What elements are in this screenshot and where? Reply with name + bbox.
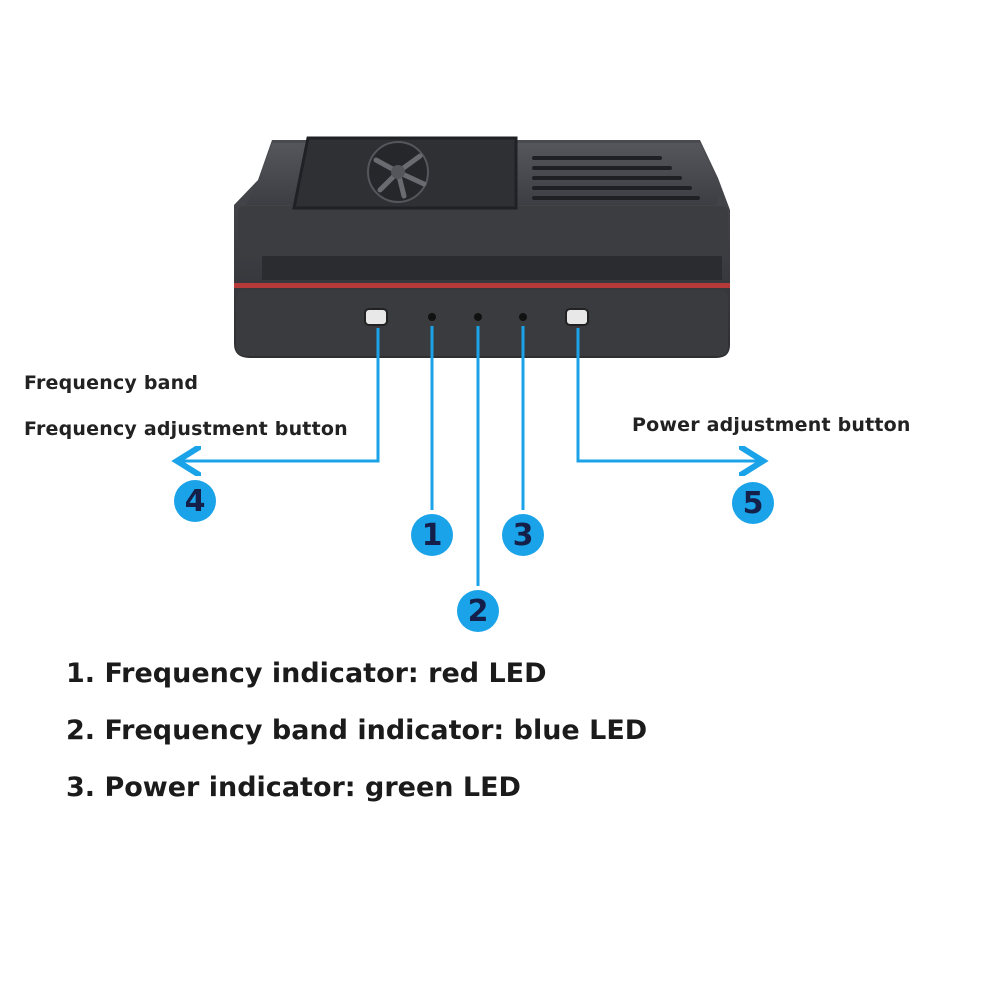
- vent-slots: [532, 156, 700, 200]
- power-adjust-button: [565, 308, 589, 326]
- callout-5: 5: [732, 482, 774, 524]
- frequency-adjust-button: [364, 308, 388, 326]
- callout-2: 2: [457, 590, 499, 632]
- legend-item-2: 2. Frequency band indicator: blue LED: [66, 715, 648, 746]
- fan-icon: [292, 136, 518, 210]
- callout-1: 1: [411, 514, 453, 556]
- callout-3: 3: [502, 514, 544, 556]
- green-led: [519, 313, 527, 321]
- arrow-4: [180, 328, 380, 461]
- callout-4: 4: [174, 480, 216, 522]
- legend-item-1: 1. Frequency indicator: red LED: [66, 658, 547, 689]
- label-power-adjust: Power adjustment button: [632, 414, 911, 436]
- red-led: [428, 313, 436, 321]
- legend-item-3: 3. Power indicator: green LED: [66, 772, 521, 803]
- label-frequency-adjust: Frequency adjustment button: [24, 418, 348, 440]
- blue-led: [474, 313, 482, 321]
- label-frequency-band: Frequency band: [24, 372, 199, 394]
- arrow-5: [576, 328, 760, 461]
